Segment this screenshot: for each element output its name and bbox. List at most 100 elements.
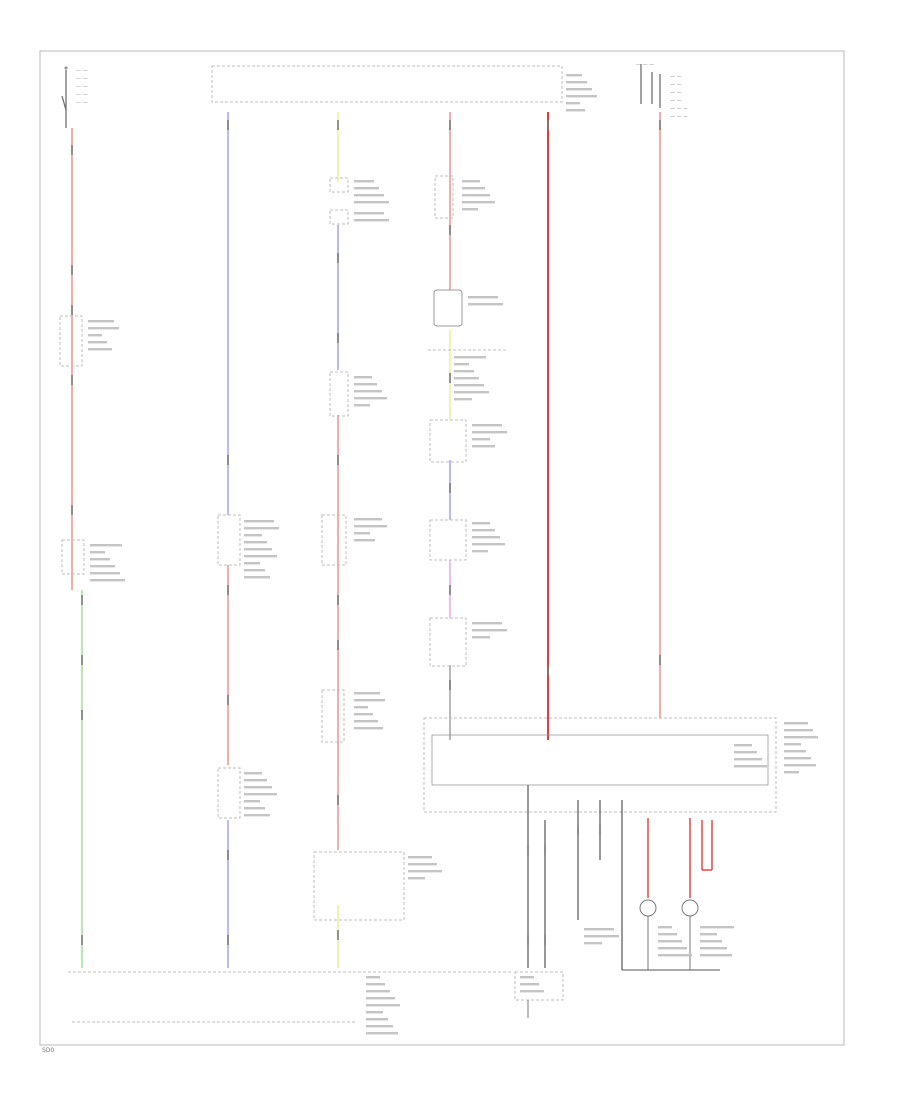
label-line	[454, 363, 469, 366]
label-line	[468, 296, 498, 299]
label-line	[354, 727, 383, 730]
label-line	[354, 390, 382, 393]
component-box	[429, 419, 467, 463]
label-line	[354, 720, 378, 723]
component-labels	[88, 74, 818, 1035]
label-line	[366, 1018, 388, 1021]
component-box	[423, 717, 777, 813]
label-line	[354, 180, 374, 183]
label-line	[462, 194, 490, 197]
label-line	[584, 942, 602, 945]
label-line	[566, 95, 597, 98]
svg-text:— —: — —	[670, 74, 682, 80]
component-box	[217, 767, 241, 819]
label-line	[90, 551, 105, 554]
label-line	[658, 954, 692, 957]
label-line	[88, 334, 102, 337]
label-line	[88, 348, 112, 351]
svg-text:— —: — —	[76, 92, 88, 98]
label-line	[566, 102, 580, 105]
label-line	[244, 807, 265, 810]
fuse-label-left: — — — — — — — — — —	[61, 66, 88, 128]
label-line	[566, 74, 582, 77]
label-line	[472, 529, 495, 532]
label-line	[408, 863, 437, 866]
label-line	[700, 940, 722, 943]
lamp-left-icon	[639, 899, 657, 917]
label-line	[658, 926, 672, 929]
diagram-frame	[39, 50, 845, 1046]
label-line	[462, 201, 495, 204]
label-line	[520, 976, 534, 979]
label-line	[408, 856, 432, 859]
svg-text:— — —: — — —	[636, 62, 654, 68]
label-line	[454, 398, 472, 401]
label-line	[408, 877, 425, 880]
label-line	[472, 431, 507, 434]
label-line	[462, 187, 485, 190]
label-line	[784, 722, 808, 725]
label-line	[354, 404, 370, 407]
label-line	[354, 187, 379, 190]
label-line	[244, 527, 279, 530]
component-box	[433, 289, 463, 327]
label-line	[700, 947, 727, 950]
component-box	[313, 851, 405, 921]
label-line	[784, 729, 813, 732]
svg-text:— — —: — — —	[670, 114, 688, 120]
fuse-box-outline	[211, 65, 563, 103]
label-line	[90, 579, 125, 582]
component-box	[59, 315, 83, 367]
label-line	[454, 377, 479, 380]
component-box	[329, 371, 349, 417]
label-line	[90, 572, 120, 575]
label-line	[472, 543, 505, 546]
svg-text:— —: — —	[76, 76, 88, 82]
label-line	[784, 743, 801, 746]
label-line	[244, 786, 272, 789]
label-line	[354, 201, 389, 204]
label-line	[366, 983, 385, 986]
label-line	[244, 569, 265, 572]
label-line	[244, 562, 260, 565]
label-line	[366, 1011, 383, 1014]
label-line	[472, 550, 488, 553]
label-line	[700, 954, 732, 957]
label-line	[462, 208, 478, 211]
label-line	[354, 692, 380, 695]
label-line	[566, 88, 592, 91]
label-line	[354, 383, 377, 386]
label-line	[472, 445, 495, 448]
label-line	[472, 622, 502, 625]
label-line	[366, 1032, 398, 1035]
label-line	[468, 303, 503, 306]
label-line	[784, 771, 799, 774]
svg-text:— —: — —	[670, 98, 682, 104]
svg-text:— —: — —	[76, 84, 88, 90]
label-line	[88, 341, 107, 344]
label-line	[584, 928, 614, 931]
label-line	[734, 765, 767, 768]
label-line	[566, 81, 587, 84]
component-box	[321, 514, 347, 566]
label-line	[90, 558, 110, 561]
component-box	[429, 617, 467, 667]
label-line	[244, 534, 262, 537]
label-line	[472, 629, 507, 632]
svg-text:— —: — —	[670, 90, 682, 96]
label-line	[244, 541, 267, 544]
label-line	[734, 751, 757, 754]
diagram-code: SD0	[42, 1047, 54, 1054]
label-line	[366, 1004, 400, 1007]
component-box	[514, 971, 564, 1001]
label-line	[784, 764, 816, 767]
label-line	[88, 327, 119, 330]
label-line	[472, 438, 490, 441]
component-box	[431, 734, 769, 786]
label-line	[90, 565, 115, 568]
label-line	[354, 397, 387, 400]
label-line	[734, 758, 762, 761]
connector-pins	[71, 120, 661, 945]
label-line	[366, 976, 380, 979]
label-line	[408, 870, 442, 873]
